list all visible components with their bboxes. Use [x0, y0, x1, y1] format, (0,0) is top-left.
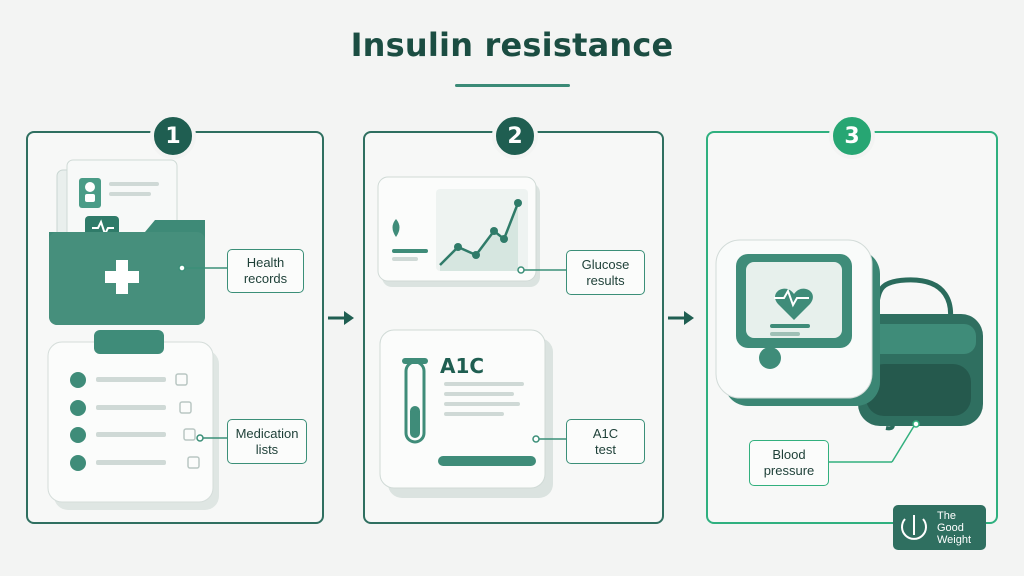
arrow-right-icon	[668, 311, 694, 325]
logo-text: The Good Weight	[937, 509, 972, 546]
a1c-test-document-icon	[379, 329, 553, 498]
brand-logo: The Good Weight	[893, 505, 986, 550]
connector-line	[517, 266, 567, 274]
blood-pressure-monitor-icon	[715, 239, 983, 431]
logo-icon	[901, 514, 927, 540]
step-2-badge: 2	[492, 113, 538, 159]
connector-line	[178, 264, 228, 272]
title-underline	[455, 84, 570, 87]
folder-medical-icon	[49, 159, 205, 325]
connector-line	[826, 420, 920, 463]
page-title: Insulin resistance	[350, 26, 674, 64]
arrow-right-icon	[328, 311, 354, 325]
step-3-badge: 3	[829, 113, 875, 159]
step-1-badge: 1	[150, 113, 196, 159]
clipboard-checklist-icon	[47, 330, 219, 510]
a1c-heading: A1C	[440, 354, 485, 378]
connector-line	[532, 435, 568, 443]
connector-line	[196, 434, 230, 442]
glucose-chart-tablet-icon	[377, 176, 540, 287]
